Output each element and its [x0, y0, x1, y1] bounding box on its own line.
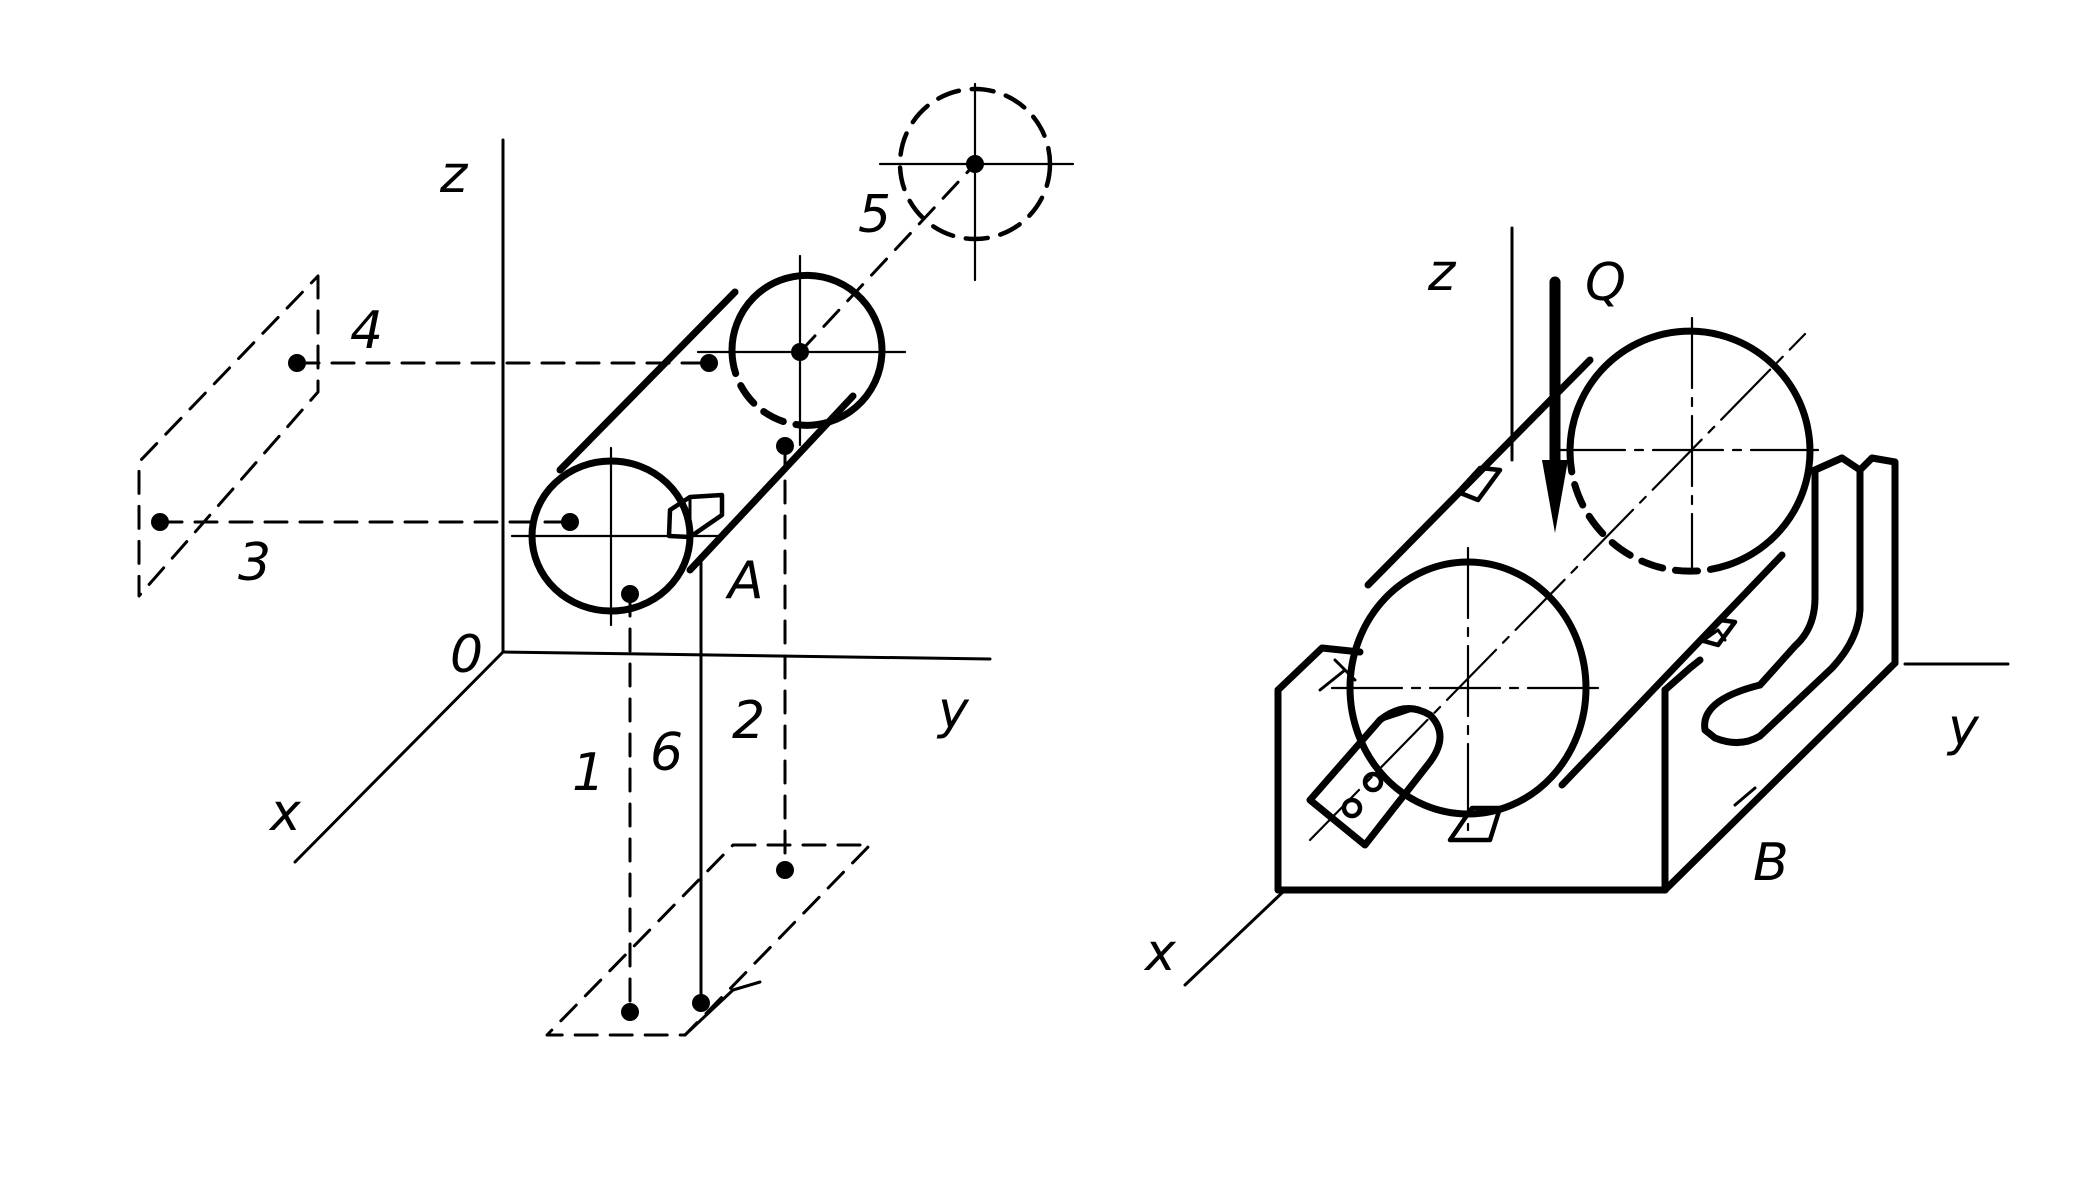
- left-x-axis: [293, 650, 505, 864]
- right-x-axis: [1183, 888, 1287, 987]
- label-4: 4: [350, 301, 383, 361]
- point-3-on-cylinder: [561, 513, 579, 531]
- left-cylinder-bottom-generatrix: [686, 392, 857, 574]
- left-x-label: x: [268, 783, 302, 843]
- shaft-top-edge: [1377, 707, 1413, 723]
- point-3: [151, 513, 169, 531]
- left-y-axis: [501, 650, 992, 661]
- label-5: 5: [858, 185, 891, 245]
- point-1-on-cylinder: [621, 585, 639, 603]
- vblock-top-left: [1274, 644, 1364, 694]
- left-points: [151, 155, 984, 1021]
- point-6: [692, 994, 710, 1012]
- shaft-hole-2: [1362, 771, 1384, 793]
- force-arrow-head: [1542, 460, 1568, 533]
- left-cylinder: [528, 271, 886, 615]
- left-key: [666, 492, 725, 540]
- vblock-back-wall: [1756, 454, 1864, 689]
- point-2-on-cylinder: [776, 437, 794, 455]
- vblock-top-front: [1661, 656, 1704, 694]
- vblock-mark-B: [1733, 786, 1757, 807]
- right-cylinder-bottom-generatrix: [1558, 551, 1786, 789]
- left-figure: z y x 0 4 3 5 A 1 6 2: [137, 82, 1075, 1037]
- left-center-lines: [510, 254, 907, 627]
- point-5: [966, 155, 984, 173]
- left-cylinder-far-hidden-edge: [728, 348, 804, 429]
- left-projection-circle-5: [878, 82, 1075, 282]
- label-2: 2: [732, 691, 765, 751]
- vblock-back-face: [1756, 466, 1864, 740]
- left-side-plane: [137, 274, 320, 598]
- vblock-groove-curve: [1701, 697, 1723, 733]
- right-labels: z Q y x B: [1143, 243, 1980, 983]
- point-4: [288, 354, 306, 372]
- left-bottom-plane-step: [683, 980, 762, 1037]
- left-cylinder-far-end: [728, 271, 886, 429]
- left-cylinder-top-generatrix: [556, 288, 739, 474]
- right-x-label: x: [1143, 923, 1177, 983]
- left-axes: [293, 138, 992, 864]
- label-B: B: [1753, 833, 1789, 893]
- force-arrow-Q: [1542, 276, 1568, 533]
- vblock-front-face: [1274, 686, 1669, 894]
- right-figure: z Q y x B: [1143, 226, 2010, 987]
- label-3: 3: [238, 533, 271, 593]
- left-z-label: z: [439, 145, 469, 205]
- shaft-end: [1306, 705, 1444, 849]
- left-y-label: y: [936, 681, 970, 741]
- vblock-right-back-edge: [1856, 454, 1899, 667]
- left-labels: z y x 0 4 3 5 A 1 6 2: [238, 145, 970, 843]
- right-center-lines: [1308, 316, 1820, 842]
- force-label-Q: Q: [1585, 253, 1626, 313]
- right-cylinder-far-end: [1566, 327, 1814, 569]
- left-projection-lines: [158, 162, 977, 1014]
- point-far-center: [791, 343, 809, 361]
- point-4-on-cylinder: [700, 354, 718, 372]
- vblock-groove-back: [1701, 681, 1764, 746]
- projection-line-5: [798, 162, 977, 354]
- label-A: A: [725, 551, 764, 611]
- label-1: 1: [572, 743, 605, 803]
- point-2: [776, 861, 794, 879]
- left-origin-label: 0: [450, 625, 483, 685]
- right-cylinder-far-hidden-edge: [1566, 446, 1732, 575]
- label-6: 6: [650, 723, 683, 783]
- right-y-label: y: [1946, 698, 1980, 758]
- point-1: [621, 1003, 639, 1021]
- shaft-hole-1: [1341, 797, 1363, 819]
- v-block: [1274, 454, 1899, 894]
- right-axis-centerline: [1308, 332, 1807, 842]
- vblock-bottom-right-edge: [1661, 659, 1899, 894]
- right-axes: [1183, 226, 2010, 987]
- right-z-label: z: [1427, 243, 1457, 303]
